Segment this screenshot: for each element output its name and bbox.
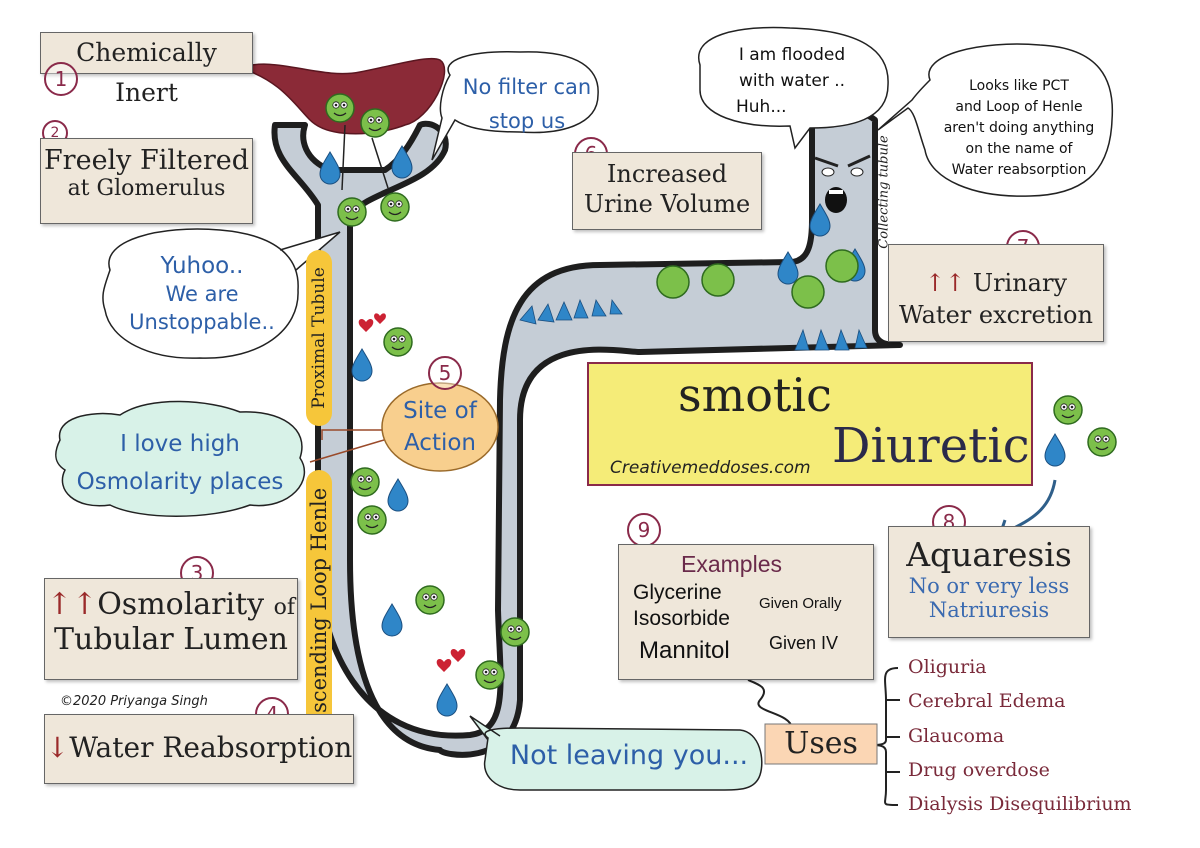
urine-volume-box: Increased Urine Volume bbox=[572, 152, 762, 230]
osmolarity-arrows: ↑↑ bbox=[46, 587, 98, 622]
urinary-line2: Water excretion bbox=[899, 301, 1093, 329]
yuhoo-line1: Yuhoo.. bbox=[160, 253, 244, 279]
freely-filtered-box: Freely Filtered at Glomerulus bbox=[40, 138, 253, 224]
pct-line1: Looks like PCT bbox=[969, 78, 1069, 94]
water-reabsorption-box: ↓Water Reabsorption bbox=[44, 714, 354, 784]
use-item-5: Dialysis Disequilibrium bbox=[908, 793, 1132, 815]
chemically-inert-box: Chemically Inert bbox=[40, 32, 253, 107]
water-reabsorption-arrow: ↓ bbox=[45, 731, 70, 764]
no-filter-line2: stop us bbox=[488, 109, 566, 133]
pct-line5: Water reabsorption bbox=[951, 162, 1087, 178]
aquaresis-title: Aquaresis bbox=[906, 535, 1072, 574]
route-orally: Given Orally bbox=[759, 595, 842, 612]
use-item-4: Drug overdose bbox=[908, 759, 1050, 781]
bubble-pct bbox=[877, 43, 1114, 197]
tubular-lumen-text: Tubular Lumen bbox=[54, 622, 288, 657]
step-number-9: 9 bbox=[627, 513, 661, 547]
drug-mannitol: Mannitol bbox=[639, 637, 730, 664]
osmolarity-word: Osmolarity bbox=[97, 587, 265, 622]
route-iv: Given IV bbox=[769, 633, 839, 653]
angry-face-icon bbox=[814, 154, 871, 213]
bubble-flooded bbox=[697, 26, 889, 150]
step-number-1: 1 bbox=[44, 62, 78, 96]
bubble-love bbox=[55, 400, 306, 517]
step-number-5: 5 bbox=[428, 356, 462, 390]
copyright-text: ©2020 Priyanga Singh bbox=[60, 694, 208, 709]
freely-filtered-line2: at Glomerulus bbox=[67, 176, 226, 201]
aquaresis-line2: Natriuresis bbox=[928, 598, 1050, 622]
osmolarity-box: ↑↑Osmolarity of Tubular Lumen bbox=[44, 578, 298, 680]
yuhoo-line2: We are bbox=[165, 282, 239, 306]
urine-volume-line1: Increased bbox=[606, 160, 728, 188]
yuhoo-line3: Unstoppable.. bbox=[129, 310, 275, 334]
osmolarity-of: of bbox=[273, 595, 296, 620]
drug-glycerine: Glycerine bbox=[633, 581, 722, 604]
site-of-action-line1: Site of bbox=[403, 398, 477, 424]
collecting-tubule-label: Collecting tubule bbox=[876, 135, 892, 249]
aquaresis-line1: No or very less bbox=[908, 574, 1070, 598]
urinary-arrows: ↑↑ bbox=[924, 269, 966, 297]
diuretic-text: Diuretic bbox=[832, 418, 1030, 474]
urinary-water-box: ↑↑ Urinary Water excretion bbox=[888, 244, 1104, 342]
use-item-1: Oliguria bbox=[908, 656, 987, 678]
chemically-inert-text: Chemically Inert bbox=[76, 38, 217, 107]
love-line1: I love high bbox=[120, 431, 240, 457]
examples-box: Examples Glycerine Isosorbide Mannitol G… bbox=[618, 544, 874, 680]
bubble-no-filter bbox=[431, 51, 599, 161]
flooded-line2: with water .. bbox=[738, 71, 846, 91]
urinary-line1: Urinary bbox=[972, 269, 1068, 297]
uses-title: Uses bbox=[784, 726, 858, 761]
no-filter-line1: No filter can bbox=[462, 75, 592, 99]
osmotic-text: smotic bbox=[678, 368, 832, 422]
proximal-tubule-label: Proximal Tubule bbox=[309, 267, 329, 409]
use-item-2: Cerebral Edema bbox=[908, 690, 1066, 712]
nephron-tubule bbox=[271, 106, 903, 758]
flooded-line1: I am flooded bbox=[738, 45, 846, 65]
freely-filtered-line1: Freely Filtered bbox=[43, 145, 250, 176]
osmotic-diuretic-banner bbox=[587, 362, 1033, 486]
aquaresis-box: Aquaresis No or very less Natriuresis bbox=[888, 526, 1090, 638]
love-line2: Osmolarity places bbox=[76, 469, 284, 495]
flooded-line3: Huh... bbox=[736, 97, 787, 117]
pct-line3: aren't doing anything bbox=[943, 120, 1095, 136]
bubble-not-leaving bbox=[469, 715, 763, 791]
descending-loop-label: Descending Loop Henle bbox=[307, 487, 331, 743]
urine-volume-line2: Urine Volume bbox=[583, 190, 751, 218]
water-spikes bbox=[519, 298, 868, 351]
examples-title: Examples bbox=[681, 551, 782, 577]
not-leaving-text: Not leaving you... bbox=[509, 740, 749, 771]
use-item-3: Glaucoma bbox=[908, 725, 1005, 747]
water-reabsorption-text: Water Reabsorption bbox=[69, 731, 353, 764]
website-text: Creativemeddoses.com bbox=[610, 458, 811, 478]
pct-line2: and Loop of Henle bbox=[955, 99, 1083, 115]
drug-isosorbide: Isosorbide bbox=[633, 607, 730, 630]
pct-line4: on the name of bbox=[965, 141, 1073, 157]
site-of-action-line2: Action bbox=[403, 430, 477, 456]
